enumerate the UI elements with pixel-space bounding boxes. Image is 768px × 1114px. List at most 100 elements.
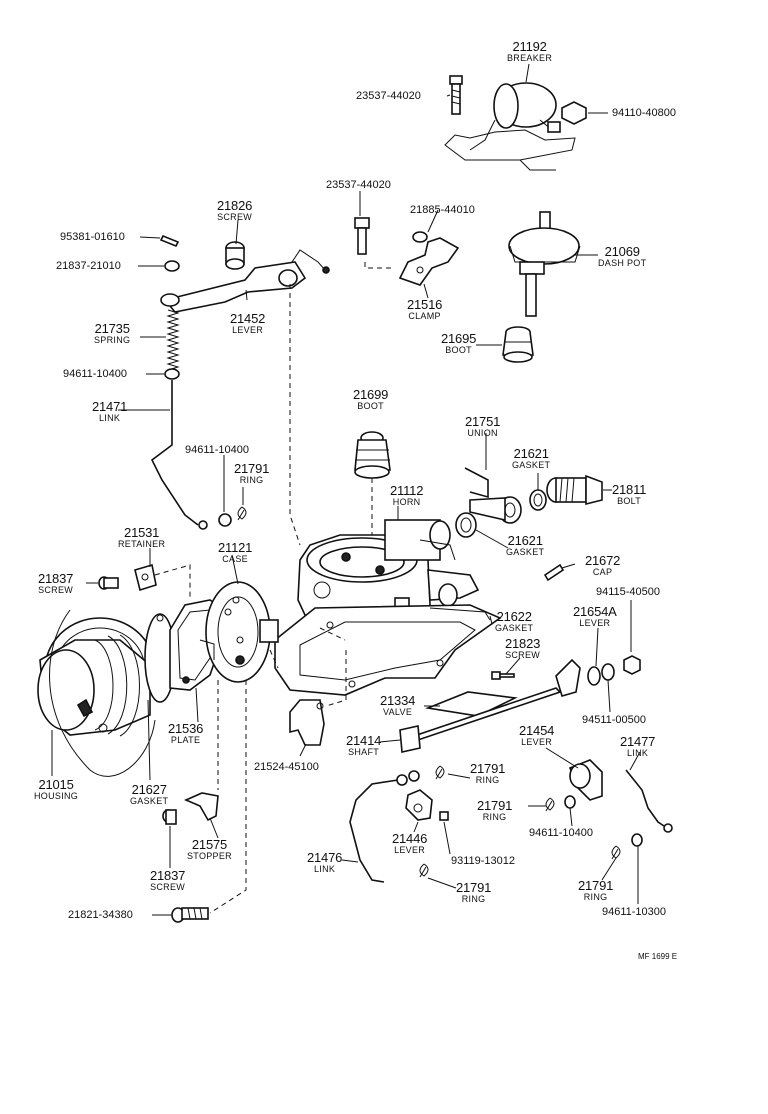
part-name: RETAINER — [118, 539, 166, 549]
label-21885-44010: 21885-44010 — [410, 204, 475, 216]
link-21476 — [349, 774, 408, 883]
rings-lower — [419, 765, 643, 878]
part-number: 21735 — [94, 321, 130, 336]
label-94511-00500: 94511-00500 — [582, 714, 647, 726]
part-number: 21516 — [407, 297, 443, 312]
ring-21791-a — [237, 506, 247, 521]
bolt-23537-mid — [354, 217, 370, 255]
part-name: LEVER — [232, 325, 264, 335]
part-name: VALVE — [382, 707, 413, 717]
part-name: SCREW — [217, 212, 253, 222]
part-number: 21791 — [578, 878, 614, 893]
bolt-21811 — [546, 474, 603, 506]
label-94611-10300: 94611-10300 — [602, 906, 667, 918]
part-number: 21454 — [519, 723, 555, 738]
gasket-21621-b — [455, 512, 477, 538]
spring-21735 — [166, 309, 180, 374]
part-name: PLATE — [170, 735, 201, 745]
part-number: 21791 — [234, 461, 270, 476]
housing-21015 — [37, 609, 156, 777]
shaft-21414 — [399, 658, 581, 753]
label-94611-10400-a: 94611-10400 — [63, 368, 128, 380]
part-name: BOOT — [445, 345, 472, 355]
part-name: RING — [583, 892, 608, 902]
lever-21454 — [568, 759, 603, 801]
part-name: BOOT — [357, 401, 384, 411]
part-name: SCREW — [38, 585, 74, 595]
bracket-21524 — [289, 699, 325, 746]
label-21524-45100: 21524-45100 — [254, 761, 319, 773]
part-number: 21811 — [612, 482, 647, 497]
part-number: 21627 — [131, 782, 167, 797]
washer-94611-a — [164, 368, 180, 380]
washer-21837-21010 — [164, 260, 180, 272]
part-number: 21837 — [150, 868, 186, 883]
screw-21826 — [225, 241, 245, 270]
label-94115-40500: 94115-40500 — [596, 586, 661, 598]
part-number: 21695 — [441, 331, 477, 346]
nut-21885 — [412, 231, 428, 243]
gasket-21621-a — [529, 489, 547, 511]
part-name: CAP — [592, 567, 613, 577]
part-name: RING — [239, 475, 264, 485]
union-21751 — [464, 467, 522, 524]
part-number: 21446 — [392, 831, 428, 846]
part-number: 21621 — [507, 533, 543, 548]
part-number: 21414 — [346, 733, 382, 748]
part-name: BOLT — [617, 496, 642, 506]
part-name: BREAKER — [507, 53, 553, 63]
part-name: RING — [475, 775, 500, 785]
screw-93119 — [439, 811, 449, 821]
screw-21823 — [491, 671, 515, 680]
valve-21334 — [425, 691, 518, 717]
screw-21837-a — [98, 576, 119, 590]
label-21821-34380: 21821-34380 — [68, 909, 133, 921]
part-number: 21452 — [230, 311, 266, 326]
label-94611-10400-b: 94611-10400 — [185, 444, 250, 456]
part-number: 21837 — [38, 571, 74, 586]
part-number: 21536 — [168, 721, 204, 736]
part-name: HOUSING — [34, 791, 79, 801]
part-number: 21471 — [92, 399, 128, 414]
part-number: 21823 — [505, 636, 541, 651]
base-plate — [274, 604, 502, 696]
stopper-21575 — [183, 792, 219, 822]
part-name: RING — [482, 812, 507, 822]
part-name: HORN — [392, 497, 421, 507]
part-number: 21112 — [390, 483, 424, 498]
retainer-21531 — [134, 563, 157, 592]
lever-21446 — [405, 770, 433, 821]
part-name: GASKET — [506, 547, 545, 557]
part-number: 21654A — [573, 604, 617, 619]
part-name: LEVER — [579, 618, 611, 628]
link-21471 — [150, 380, 208, 530]
part-name: SPRING — [94, 335, 131, 345]
part-name: LINK — [313, 864, 336, 874]
gasket-21622 — [429, 607, 491, 621]
link-21477 — [625, 769, 673, 833]
part-number: 21791 — [470, 761, 506, 776]
part-name: SCREW — [505, 650, 541, 660]
screw-21837-b — [162, 809, 177, 825]
